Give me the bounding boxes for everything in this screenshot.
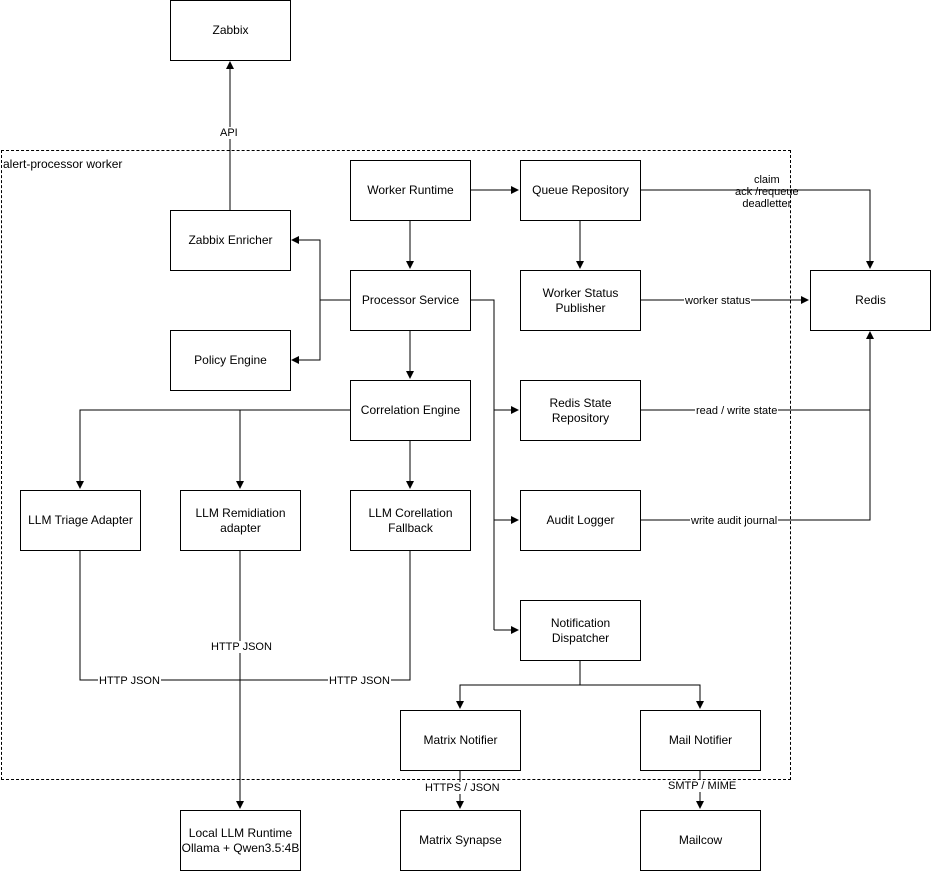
node-matrix-synapse[interactable]: Matrix Synapse — [400, 810, 521, 871]
node-mail-notifier[interactable]: Mail Notifier — [640, 710, 761, 771]
node-redis[interactable]: Redis — [810, 270, 931, 331]
node-zabbix[interactable]: Zabbix — [170, 0, 291, 61]
node-policy-engine[interactable]: Policy Engine — [170, 330, 291, 391]
node-processor-service[interactable]: Processor Service — [350, 270, 471, 331]
edge-label-http-json-fallback: HTTP JSON — [328, 675, 391, 687]
edge-fallback-to-runtime — [240, 550, 411, 681]
node-notification-dispatcher[interactable]: Notification Dispatcher — [520, 600, 641, 661]
edge-queue-to-redis — [640, 189, 874, 269]
edge-label-http-json-remidiation: HTTP JSON — [210, 641, 273, 653]
node-correlation-engine[interactable]: Correlation Engine — [350, 380, 471, 441]
edge-label-api: API — [219, 127, 239, 139]
edge-dispatcher-to-mail — [580, 684, 704, 709]
edge-label-https-json: HTTPS / JSON — [424, 782, 501, 794]
edge-processor-to-enricher — [291, 236, 350, 301]
group-label: alert-processor worker — [3, 157, 123, 171]
edge-label-read-write-state: read / write state — [695, 405, 779, 417]
edge-label-worker-status: worker status — [684, 295, 752, 307]
node-redis-state-repository[interactable]: Redis State Repository — [520, 380, 641, 441]
edge-triage-to-runtime — [79, 550, 240, 681]
alert-processor-worker-group — [1, 150, 791, 780]
node-worker-runtime[interactable]: Worker Runtime — [350, 160, 471, 221]
node-local-llm-runtime[interactable]: Local LLM Runtime Ollama + Qwen3.5:4B — [180, 810, 301, 871]
node-zabbix-enricher[interactable]: Zabbix Enricher — [170, 210, 291, 271]
node-llm-remidiation-adapter[interactable]: LLM Remidiation adapter — [180, 490, 301, 551]
edge-correlation-to-triage — [76, 409, 350, 489]
edge-label-http-json-triage: HTTP JSON — [98, 675, 161, 687]
node-worker-status-publisher[interactable]: Worker Status Publisher — [520, 270, 641, 331]
node-audit-logger[interactable]: Audit Logger — [520, 490, 641, 551]
edge-processor-to-policy — [291, 300, 321, 364]
edge-dispatcher-split — [456, 660, 581, 709]
node-llm-corellation-fallback[interactable]: LLM Corellation Fallback — [350, 490, 471, 551]
node-mailcow[interactable]: Mailcow — [640, 810, 761, 871]
edge-label-smtp-mime: SMTP / MIME — [667, 780, 738, 792]
node-matrix-notifier[interactable]: Matrix Notifier — [400, 710, 521, 771]
node-queue-repository[interactable]: Queue Repository — [520, 160, 641, 221]
edge-label-claim-ack: claim ack /requeue deadletter — [735, 174, 799, 210]
edge-label-write-audit-journal: write audit journal — [690, 515, 779, 527]
node-llm-triage-adapter[interactable]: LLM Triage Adapter — [20, 490, 141, 551]
